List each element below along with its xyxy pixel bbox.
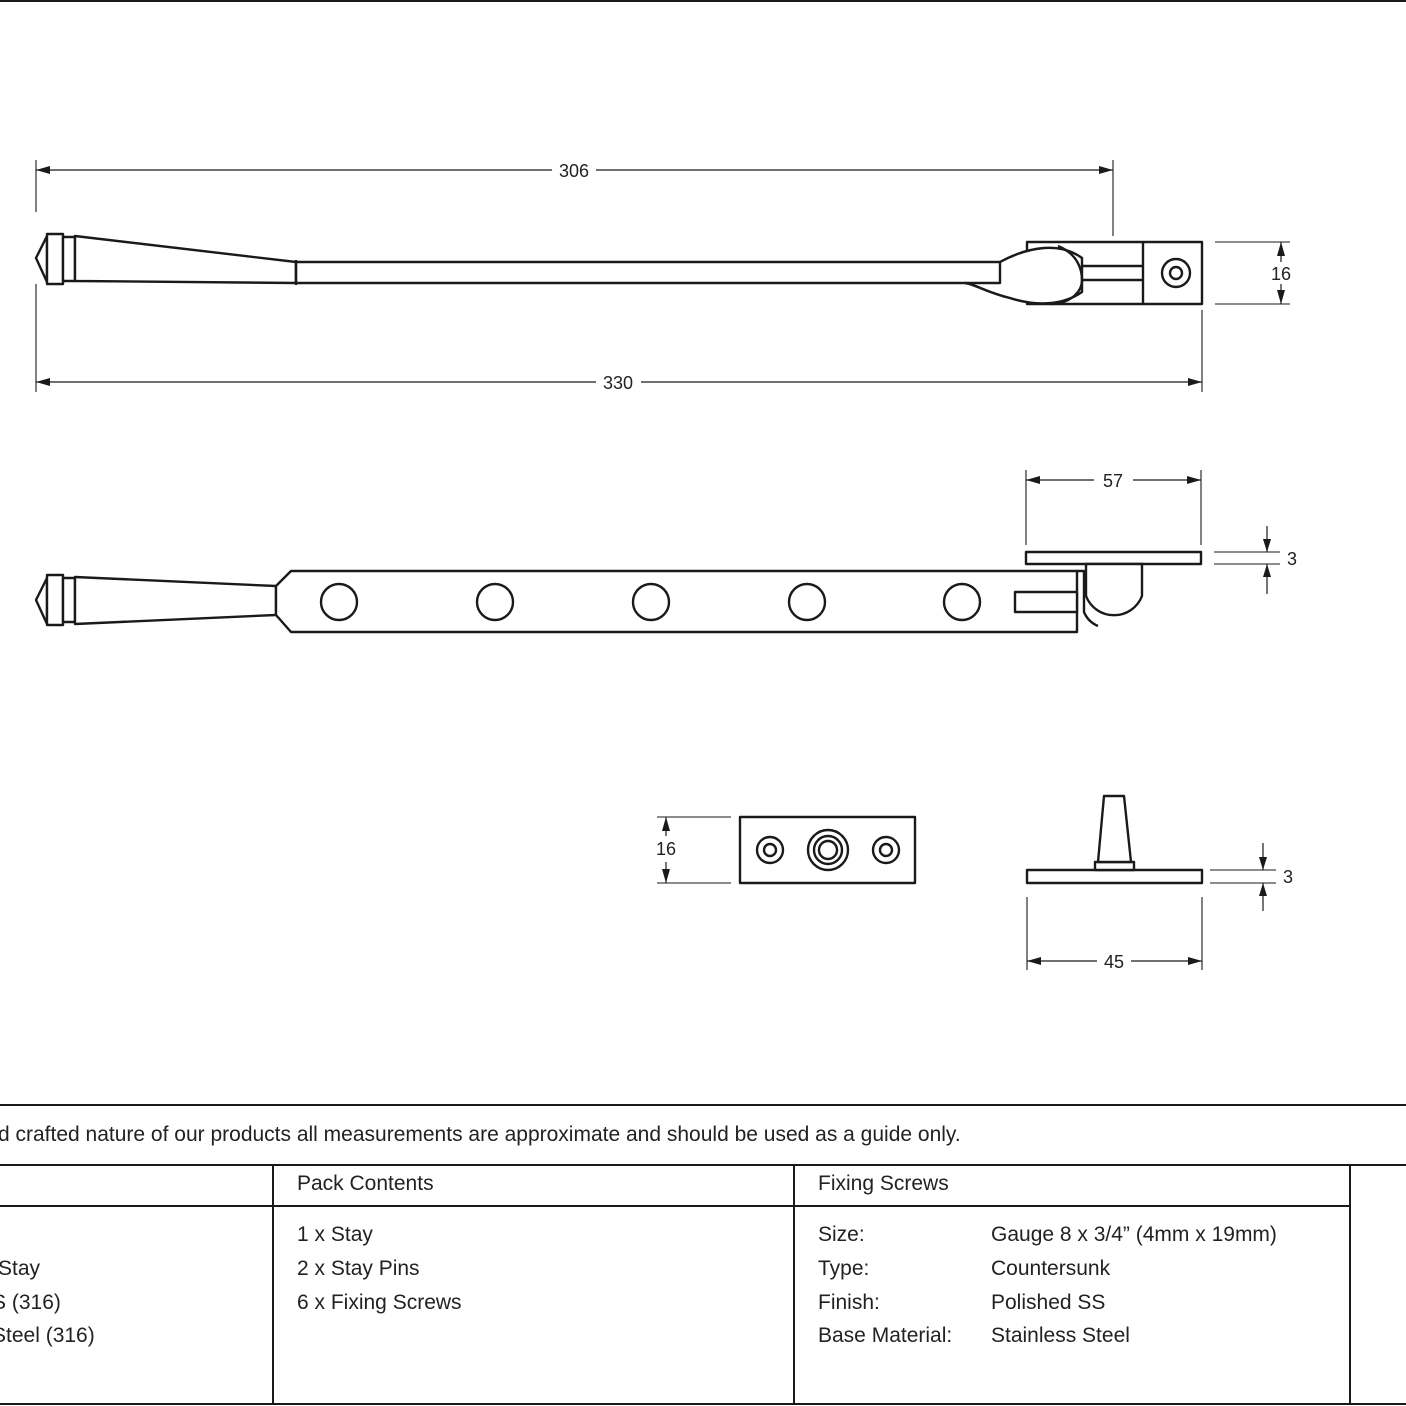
dimension-16-plate-label: 16 (656, 839, 676, 859)
bar-hole (942, 582, 982, 622)
bar-hole (475, 582, 515, 622)
tapered-handle-side (73, 575, 278, 626)
spec-value: Stainless Steel (991, 1324, 1130, 1347)
finial-ring (61, 235, 77, 283)
disclaimer-text: d crafted nature of our products all mea… (0, 1123, 961, 1146)
stay-top-view (34, 232, 1204, 306)
dimension-306-label: 306 (559, 161, 589, 181)
pack-item: 2 x Stay Pins (297, 1257, 420, 1280)
side-plate (1024, 550, 1203, 566)
dimension-16-plate (657, 816, 731, 884)
pin-post (1096, 794, 1133, 864)
product-line: Steel (316) (0, 1324, 95, 1347)
pack-contents-heading: Pack Contents (297, 1172, 434, 1195)
spec-label: Finish: (818, 1291, 880, 1314)
dimension-3-plate (1214, 526, 1280, 594)
finial-collar-side (45, 573, 65, 627)
dimension-45-label: 45 (1104, 952, 1124, 972)
bar-hole (631, 582, 671, 622)
pin-base-plate (1025, 868, 1204, 885)
finial-collar (45, 232, 65, 286)
dimension-45 (1026, 897, 1203, 970)
product-line: Stay (0, 1257, 41, 1280)
dimension-3-plate-label: 3 (1287, 549, 1297, 569)
stay-arm (294, 246, 1084, 305)
stay-bar-side (274, 569, 1079, 634)
tapered-handle (73, 234, 298, 285)
dimension-16-bracket-label: 16 (1271, 264, 1291, 284)
product-line: S (316) (0, 1291, 61, 1314)
dimension-330 (35, 284, 1203, 392)
bar-hole (787, 582, 827, 622)
dimension-57-label: 57 (1103, 471, 1123, 491)
bar-slot (1013, 590, 1079, 614)
dimension-3-pin-label: 3 (1283, 867, 1293, 887)
fixing-screws-heading: Fixing Screws (818, 1172, 949, 1195)
dimension-16-bracket (1215, 241, 1290, 305)
bar-hole (319, 582, 359, 622)
stay-side-view (34, 550, 1203, 634)
dimension-3-pin (1210, 843, 1276, 911)
spec-value: Countersunk (991, 1257, 1111, 1280)
dimension-330-label: 330 (603, 373, 633, 393)
spec-value: Gauge 8 x 3/4” (4mm x 19mm) (991, 1223, 1277, 1246)
pin-plate-top-view (738, 815, 917, 885)
pin-side-view (1025, 794, 1204, 885)
info-table-lines (0, 1104, 1406, 1405)
side-bracket-hook (1084, 562, 1144, 617)
finial-tip-side (34, 576, 49, 626)
dimension-57 (1025, 470, 1202, 545)
dimension-306 (35, 160, 1114, 236)
pack-item: 1 x Stay (297, 1223, 373, 1246)
spec-label: Type: (818, 1257, 870, 1280)
pack-item: 6 x Fixing Screws (297, 1291, 462, 1314)
spec-value: Polished SS (991, 1291, 1106, 1314)
finial-tip (34, 234, 49, 284)
spec-label: Base Material: (818, 1324, 953, 1347)
spec-label: Size: (818, 1223, 865, 1246)
